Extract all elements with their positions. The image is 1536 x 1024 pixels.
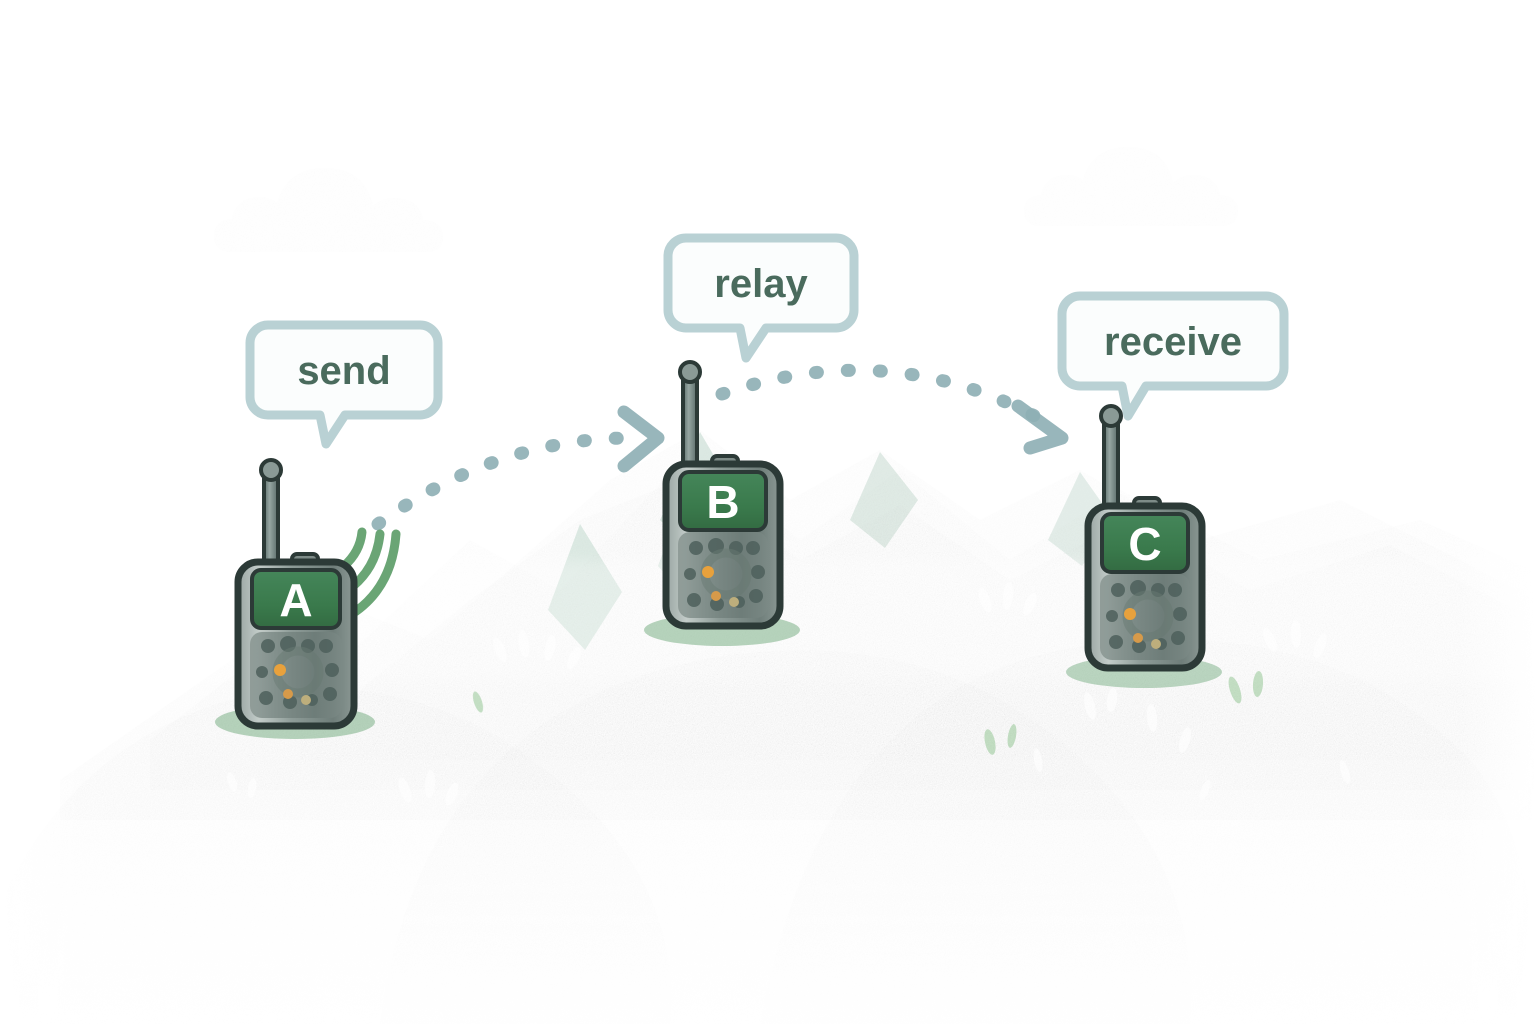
device-screen [1100,512,1190,574]
device-b[interactable]: B [644,360,800,646]
device-letter: C [1128,518,1161,570]
device-letter: A [279,574,312,626]
device-a[interactable]: A [215,458,375,739]
arrowhead-icon [1011,399,1069,455]
indicator-lights [274,664,311,705]
bubble-label: send [297,349,390,393]
arrow-a-to-b [371,405,665,531]
bubble-receive[interactable]: receive [1057,291,1289,421]
indicator-lights [702,566,739,607]
device-letter: B [706,476,739,528]
arrow-b-to-c [715,363,1069,455]
indicator-lights [1124,608,1161,649]
device-c[interactable]: C [1066,404,1222,688]
bubble-send[interactable]: send [245,320,443,449]
device-screen [678,470,768,532]
arrowhead-icon [617,405,665,473]
bubble-label: relay [714,262,808,306]
hills-foreground [0,639,1536,1024]
grass-tufts-dark [472,671,1264,755]
grass-tufts [227,582,1351,806]
device-screen [250,568,342,630]
hill-left [0,688,672,1024]
cloud-right [1024,147,1238,226]
speaker-grille-icon [1106,580,1187,653]
bubble-relay[interactable]: relay [663,233,859,363]
cloud-left [214,168,443,252]
bubble-label: receive [1104,320,1242,364]
